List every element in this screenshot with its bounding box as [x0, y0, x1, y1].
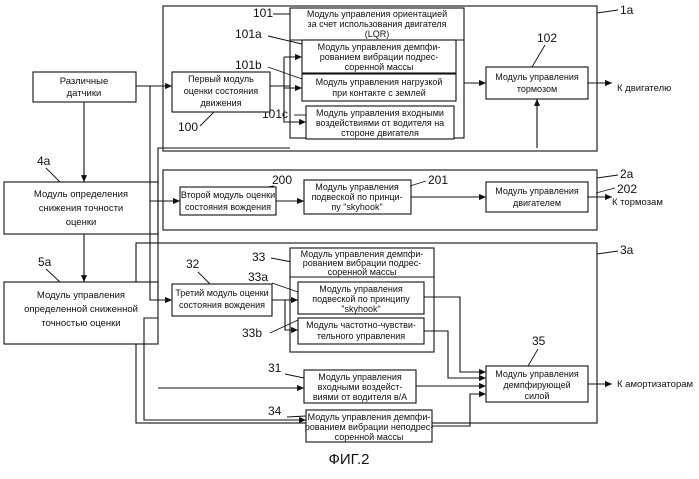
svg-text:датчики: датчики: [67, 88, 102, 99]
est1-line: Первый модуль: [188, 74, 254, 84]
sensors-block: Различные датчики: [33, 72, 136, 102]
est3-line: Третий модуль оценки: [175, 288, 268, 298]
b34-line: Модуль управления демпфи-: [308, 412, 431, 422]
est1-line: оценки состояния: [184, 86, 259, 96]
est2-line: Второй модуль оценки: [181, 190, 275, 200]
b33a-ref: 33a: [248, 270, 268, 284]
reduced-line: точностью оценки: [41, 318, 120, 329]
b33a-line: Модуль управления: [319, 284, 403, 294]
brake-line: тормозом: [517, 84, 557, 94]
b101-title-line: за счет использования двигателя: [307, 19, 446, 29]
sky2-line: Модуль управления: [315, 182, 399, 192]
b101b-line: Модуль управления нагрузкой: [316, 77, 443, 87]
b35-line: силой: [525, 391, 550, 401]
output-to-engine: К двигателю: [617, 83, 671, 94]
accuracy-drop-detection-block: 4a Модуль определения снижения точности …: [4, 154, 158, 234]
b34-line: рованием вибрации неподрес-: [305, 422, 434, 432]
b101c-line: Модуль управления входными: [316, 108, 444, 118]
sensors-line: Различные: [60, 76, 109, 87]
block-31-driver-input-sa: 31 Модуль управления входными воздейст- …: [268, 361, 416, 403]
est3-line: состояния вождения: [179, 300, 265, 310]
est3-ref: 32: [186, 257, 200, 271]
wire-reduced-group1: [158, 148, 290, 300]
figure-caption: ФИГ.2: [329, 451, 370, 468]
reduced-ref: 5a: [38, 255, 52, 269]
b101a-line: рованием вибрации подрес-: [320, 52, 439, 62]
sky2-line: пу "skyhook": [331, 202, 382, 212]
b101-title-line: (LQR): [365, 29, 390, 39]
group-2a-leader: [597, 175, 618, 178]
sky2-line: подвеской по принци-: [311, 192, 402, 202]
b33-title-line: соренной массы: [328, 267, 397, 277]
reduced-line: определенной сниженной: [24, 304, 138, 315]
b101b-line: при контакте с землей: [332, 88, 426, 98]
block-102-brake-control: 102 Модуль управления тормозом: [486, 31, 588, 99]
group-2a-ref: 2a: [620, 167, 634, 181]
brake-line: Модуль управления: [495, 72, 579, 82]
est2-line: состояния вождения: [185, 202, 271, 212]
b101c-line: воздействиями от водителя на: [316, 118, 444, 128]
block-33b-frequency-sensitive: 33b Модуль частотно-чувстви- тельного уп…: [242, 318, 424, 344]
b101b-ref: 101b: [235, 58, 262, 72]
est2-ref: 200: [272, 173, 292, 187]
brake-ref: 102: [537, 31, 557, 45]
b101-ref: 101: [253, 6, 273, 20]
detect-line: оценки: [66, 217, 97, 228]
b31-ref: 31: [268, 361, 282, 375]
b34-line: соренной массы: [335, 432, 404, 442]
detect-ref: 4a: [37, 154, 51, 168]
eng-line: Модуль управления: [495, 186, 579, 196]
arrow-reduced-b34: [144, 318, 306, 420]
b101c-line: стороне двигателя: [341, 128, 419, 138]
b34-ref: 34: [268, 404, 282, 418]
sensors-line: датчики: [67, 88, 102, 99]
b101a-ref: 101a: [235, 27, 262, 41]
b33-ref: 33: [252, 250, 266, 264]
eng-ref: 202: [617, 182, 637, 196]
block-35-damping-force-control: 35 Модуль управления демпфирующей силой: [486, 334, 588, 402]
b33b-line: Модуль частотно-чувстви-: [306, 320, 416, 330]
b101a-line: Модуль управления демпфи-: [318, 42, 441, 52]
b33b-line: тельного управления: [317, 331, 405, 341]
output-to-brakes: К тормозам: [612, 197, 663, 208]
est1-ref: 100: [178, 120, 198, 134]
b33b-ref: 33b: [242, 326, 262, 340]
block-201-skyhook-suspension: Модуль управления подвеской по принци- п…: [304, 173, 448, 214]
detect-line: снижения точности: [39, 203, 123, 214]
b35-line: Модуль управления: [495, 369, 579, 379]
output-to-dampers: К амортизаторам: [617, 379, 693, 390]
b101a-line: соренной массы: [345, 62, 414, 72]
reduced-accuracy-control-block: 5a Модуль управления определенной снижен…: [4, 255, 158, 344]
b33a-line: "skyhook": [341, 304, 380, 314]
sky2-ref: 201: [428, 173, 448, 187]
est1-line: движения: [201, 98, 242, 108]
block-32-third-estimator: 32 Третий модуль оценки состояния вожден…: [172, 257, 272, 316]
eng-line: двигателем: [513, 198, 561, 208]
b31-line: Модуль управления: [318, 372, 402, 382]
arrow-34-35: [432, 394, 486, 426]
group-1a-leader: [597, 10, 618, 13]
group-3a-ref: 3a: [620, 243, 634, 257]
detect-line: Модуль определения: [34, 189, 128, 200]
block-200-second-estimator: 200 Второй модуль оценки состояния вожде…: [180, 173, 292, 215]
group-1a-ref: 1a: [620, 3, 634, 17]
reduced-line: Модуль управления: [37, 290, 125, 301]
group-3a-leader: [597, 251, 618, 254]
svg-text:Различные: Различные: [60, 76, 109, 87]
b101-title-line: Модуль управления ориентацией: [307, 9, 447, 19]
b35-line: демпфирующей: [503, 380, 570, 390]
b33a-line: подвеской по принципу: [312, 294, 410, 304]
b35-ref: 35: [532, 334, 546, 348]
b31-line: виями от водителя в/А: [313, 392, 407, 402]
b31-line: входными воздейст-: [318, 382, 403, 392]
block-100-first-estimator: Первый модуль оценки состояния движения …: [172, 72, 270, 134]
